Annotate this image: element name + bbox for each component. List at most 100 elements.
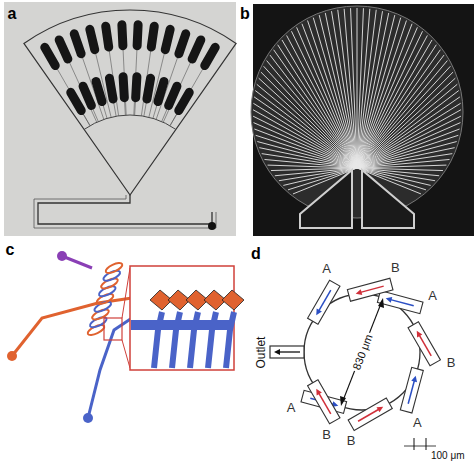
electrode-pad	[90, 76, 107, 107]
flow-arrow	[419, 335, 431, 356]
blue-port	[83, 413, 93, 423]
flow-arrowhead	[377, 404, 385, 412]
inlet-wall	[348, 398, 392, 430]
coil-turn	[104, 261, 123, 275]
radial-channel	[282, 40, 357, 168]
inlet-channel	[377, 291, 423, 314]
outlet-arrow	[278, 351, 300, 352]
inlet-block	[300, 170, 352, 228]
radial-channel	[357, 84, 457, 168]
outlet-arrowhead	[274, 349, 280, 355]
flow-arrowhead	[314, 387, 322, 395]
inlet-wall	[408, 322, 440, 366]
inlet-channel	[308, 280, 340, 324]
inlet-label: B	[347, 434, 356, 448]
dimension-tick	[414, 438, 415, 450]
inlet-wall	[400, 367, 423, 413]
zoom-box	[104, 318, 122, 340]
electrode-pad	[84, 24, 100, 55]
radial-channel	[270, 55, 357, 168]
diameter-line	[342, 301, 382, 403]
diameter-arrowhead	[340, 396, 346, 406]
outlet-channel	[270, 346, 304, 358]
blue-manifold	[131, 320, 233, 330]
radial-channel	[357, 18, 401, 168]
electrode-pad	[101, 21, 114, 52]
panel-letter: c	[6, 241, 15, 259]
radial-channel	[357, 72, 453, 168]
fan-inner-arc	[84, 115, 176, 129]
diameter-label: 830 μm	[349, 331, 375, 374]
chamber-disc	[251, 6, 463, 218]
orange-channel	[12, 298, 132, 356]
panel-letter: b	[240, 5, 250, 23]
electrode-pad	[142, 73, 156, 104]
radial-channel	[357, 91, 459, 168]
electrode-pad	[160, 24, 176, 55]
electrode-pad	[131, 72, 142, 102]
radial-channel	[357, 148, 455, 168]
dimension-label: 100 μm	[431, 450, 465, 461]
inlet-label: A	[322, 262, 331, 276]
zoom-line	[122, 340, 130, 368]
inlet-label: A	[287, 401, 296, 415]
radial-channel	[357, 154, 452, 168]
radial-channel	[351, 8, 357, 168]
radial-channel	[357, 165, 446, 168]
electrode-pad	[132, 20, 142, 50]
radial-channels	[253, 8, 461, 194]
radial-channel	[357, 97, 460, 168]
radial-channel	[357, 135, 458, 168]
inset-channels	[131, 270, 244, 368]
electrode-pad	[173, 28, 191, 59]
blue-channel	[88, 318, 132, 418]
zoom-line	[122, 268, 130, 318]
flow-arrow	[319, 290, 331, 311]
panel-letter: d	[251, 245, 261, 263]
radial-channel	[357, 129, 460, 168]
radial-channel	[308, 21, 357, 168]
flow-arrow	[358, 409, 379, 421]
flow-arrowhead	[355, 289, 362, 296]
flow-arrow	[391, 300, 414, 306]
serpentine-channel-wall	[34, 195, 216, 228]
inlet-wall	[377, 291, 423, 314]
inlet-wall	[308, 280, 340, 324]
purple-port	[57, 251, 67, 261]
dimension-line	[404, 446, 436, 447]
radial-channel	[357, 110, 461, 168]
electrode-pad	[146, 21, 159, 52]
outlet-label: Outlet	[255, 336, 268, 368]
mixing-chamber	[304, 294, 420, 410]
flow-arrowhead	[411, 375, 418, 382]
dimension-tick	[426, 438, 427, 450]
port-dot	[208, 222, 216, 230]
inlet-block	[362, 170, 414, 228]
radial-channel	[271, 168, 357, 171]
inlet-channel	[308, 380, 340, 424]
inlet-label: A	[413, 416, 422, 430]
radial-channel	[357, 142, 457, 168]
inlet-label: A	[428, 289, 437, 303]
electrode-pad	[199, 41, 222, 71]
section-cut	[132, 270, 232, 282]
radial-channel	[331, 11, 357, 168]
inlet-label: B	[447, 356, 456, 370]
inlet-channel	[408, 322, 440, 366]
flow-arrow	[361, 286, 384, 292]
radial-channel	[357, 116, 461, 168]
mixer-coil	[86, 261, 123, 337]
radial-channel	[302, 24, 357, 168]
inlet-channel	[348, 398, 392, 430]
fan-outline	[24, 10, 236, 195]
inlet-wall	[308, 380, 340, 424]
orange-segment	[222, 290, 244, 310]
inlet-label: B	[322, 428, 331, 442]
flow-arrow	[408, 381, 414, 404]
radial-channel	[313, 18, 357, 168]
radial-channel	[357, 123, 460, 168]
micrograph-ground	[4, 2, 236, 236]
electrode-pad	[117, 20, 127, 50]
inlet-channel	[400, 367, 423, 413]
